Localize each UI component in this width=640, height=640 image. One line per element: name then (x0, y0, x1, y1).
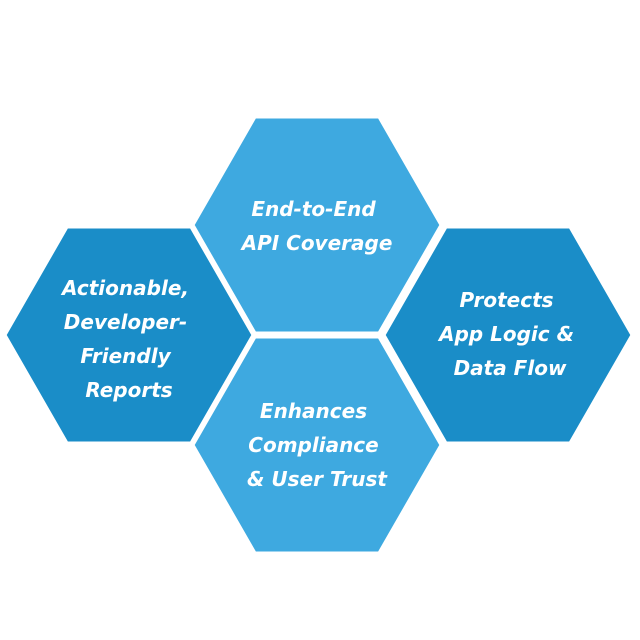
hexagon-left: Actionable, Developer- Friendly Reports (3, 225, 255, 445)
hexagon-left-line-3: Friendly (80, 344, 171, 368)
hexagon-bottom: Enhances Compliance & User Trust (191, 335, 443, 555)
hexagon-bottom-shape (191, 335, 443, 555)
hexagon-right: Protects App Logic & Data Flow (382, 225, 634, 445)
hexagon-bottom-line-3: & User Trust (247, 467, 388, 491)
hexagon-top: End-to-End API Coverage (191, 115, 443, 335)
hexagon-right-line-2: App Logic & (437, 322, 574, 346)
svg-text:End-to-End API Coverage: End-to-End API Coverage (240, 197, 393, 255)
hexagon-left-line-1: Actionable, (60, 276, 189, 300)
hexagon-right-line-3: Data Flow (454, 356, 567, 380)
svg-text:Protects App Logic &: Protects App Logic & Data Flow (437, 288, 581, 380)
hexagon-left-shape (3, 225, 255, 445)
hexagon-left-line-2: Developer- (64, 310, 187, 334)
svg-text:Actionable, Developer-: Actionable, Developer- Friendly Reports (60, 276, 196, 402)
hexagon-top-line-2: API Coverage (240, 231, 393, 255)
hexagon-bottom-line-2: Compliance (248, 433, 378, 457)
hexagon-right-line-1: Protects (459, 288, 553, 312)
hexagon-bottom-line-1: Enhances (260, 399, 367, 423)
hexagon-right-shape (382, 225, 634, 445)
hexagon-top-line-1: End-to-End (251, 197, 376, 221)
svg-text:Enhances Compliance: Enhances Compliance & User Trust (247, 399, 388, 491)
hexagon-top-shape (191, 115, 443, 335)
hexagon-left-line-4: Reports (85, 378, 172, 402)
